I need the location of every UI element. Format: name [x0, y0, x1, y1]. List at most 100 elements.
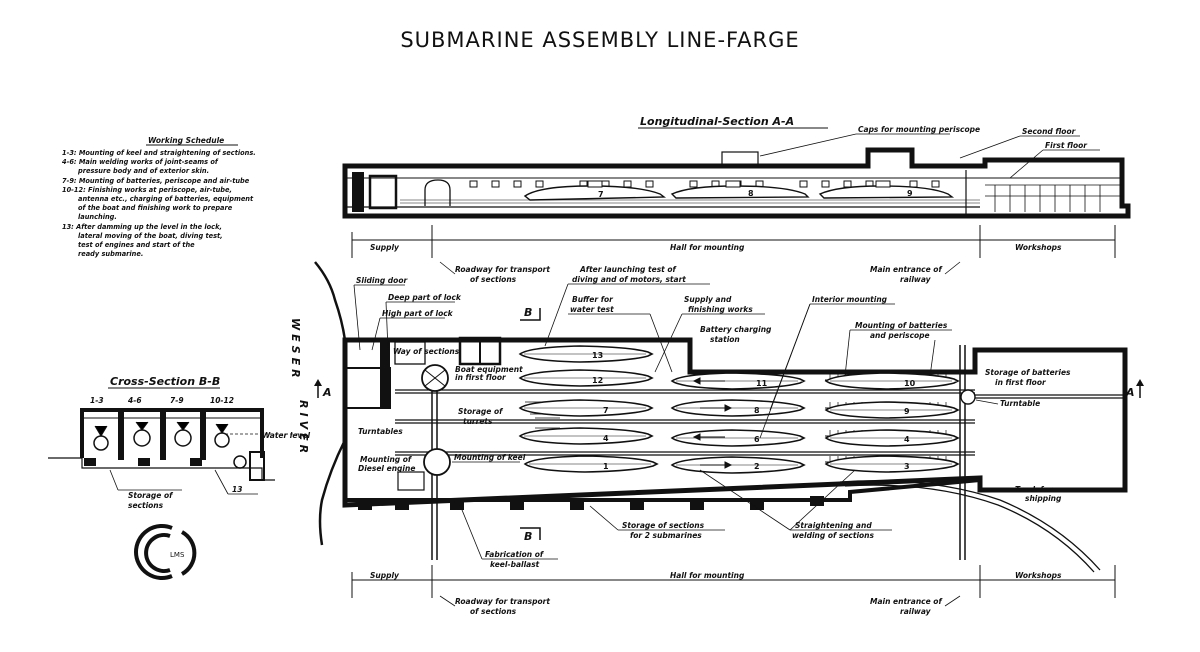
boat-equipment-label: in first floor [455, 373, 507, 382]
river-label: RIVER [297, 400, 310, 457]
caps-label: Caps for mounting periscope [858, 125, 980, 134]
roadway-label: of sections [470, 275, 517, 284]
storage-batteries-label: in first floor [995, 378, 1047, 387]
longitudinal-heading: Longitudinal-Section A-A [640, 115, 794, 128]
fabrication-label: keel-ballast [490, 560, 540, 569]
schedule-line: antenna etc., charging of batteries, equ… [78, 195, 254, 203]
boat-plan: 11 [671, 372, 805, 390]
boat-number: 13 [592, 351, 603, 360]
boat-plan: 13 [519, 345, 653, 363]
longitudinal-section: Longitudinal-Section A-A Caps for mounti… [342, 115, 1131, 284]
boat-plan: 9 [825, 401, 959, 419]
storage-sections-label: for 2 submarines [630, 531, 702, 540]
battery-charging-label: station [710, 335, 740, 344]
boat-plan: 2 [671, 456, 805, 474]
second-floor-label: Second floor [1022, 127, 1077, 136]
boat-side-9: 9 [818, 180, 955, 199]
buffer-label: water test [570, 305, 614, 314]
boat-number: 4 [904, 435, 910, 444]
roadway-label: of sections [470, 607, 517, 616]
fabrication-label: Fabrication of [485, 550, 545, 559]
storage-turrets-label: Storage of [458, 407, 504, 416]
bay-label: 10-12 [210, 396, 234, 405]
turntables-label: Turntables [358, 427, 403, 436]
schedule-line: 13: After damming up the level in the lo… [62, 223, 222, 231]
section-marker-a: A [314, 379, 332, 399]
boat-plan: 1 [524, 455, 658, 473]
mount-diesel-label: Diesel engine [358, 464, 415, 473]
plan-view: WESER RIVER [289, 261, 1144, 616]
high-lock-label: High part of lock [382, 309, 454, 318]
workshops-label: Workshops [1015, 243, 1062, 252]
bay-label: 7-9 [170, 396, 184, 405]
storage-label: sections [128, 501, 164, 510]
marker-a-label: A [1125, 386, 1135, 399]
schedule-line: of the boat and finishing work to prepar… [78, 204, 233, 212]
schedule-line: 4-6: Main welding works of joint-seams o… [62, 158, 219, 166]
main-entrance-label: Main entrance of [870, 597, 943, 606]
section-marker-a: A [1125, 379, 1144, 399]
boat-number: 2 [754, 462, 760, 471]
boat-number: 9 [904, 407, 910, 416]
main-entrance-label: railway [900, 275, 932, 284]
boat-number: 9 [907, 189, 913, 198]
mount-batteries-label: and periscope [870, 331, 930, 340]
hall-label: Hall for mounting [670, 243, 745, 252]
deep-lock-label: Deep part of lock [388, 293, 462, 302]
marker-b-label: B [524, 530, 532, 543]
boat-plan: 3 [825, 455, 959, 473]
schedule-line: launching. [78, 213, 117, 221]
track-shipping-label: Track for [1015, 485, 1054, 494]
boat-plan: 6 [671, 429, 805, 447]
battery-charging-label: Battery charging [700, 325, 772, 334]
boat-number: 7 [603, 406, 609, 415]
mount-batteries-label: Mounting of batteries [855, 321, 948, 330]
main-entrance-label: Main entrance of [870, 265, 943, 274]
schedule-line: lateral moving of the boat, diving test, [78, 232, 223, 240]
turntable-label: Turntable [1000, 399, 1040, 408]
logo-text: LMS [170, 551, 185, 559]
mount-keel-label: Mounting of keel [454, 453, 526, 462]
roadway-label: Roadway for transport [455, 597, 550, 606]
schedule-line: 1-3: Mounting of keel and straightening … [62, 149, 256, 157]
boat-number: 8 [748, 189, 754, 198]
storage-label: Storage of [128, 491, 174, 500]
boat-number: 3 [904, 462, 910, 471]
after-launching-label: After launching test of [579, 265, 678, 274]
main-entrance-label: railway [900, 607, 932, 616]
storage-batteries-label: Storage of batteries [985, 368, 1071, 377]
schedule-line: 10-12: Finishing works at periscope, air… [62, 186, 232, 194]
schedule-line: test of engines and start of the [78, 241, 195, 249]
boat-number: 12 [592, 376, 603, 385]
roadway-label: Roadway for transport [455, 265, 550, 274]
after-launching-label: diving and of motors, start [572, 275, 686, 284]
weser-label: WESER [289, 318, 302, 382]
boat-side-8: 8 [670, 180, 810, 199]
cross-section: Cross-Section B-B 1-3 4-6 7-9 10-12 [48, 375, 310, 510]
supply-label: Supply [370, 243, 400, 252]
boat-plan: 4 [519, 427, 653, 445]
lms-logo: LMS [134, 524, 197, 580]
section-marker-b: B [520, 306, 541, 321]
bay-label: 1-3 [90, 396, 104, 405]
storage-turrets-label: turrets [463, 417, 493, 426]
water-level-label: Water level [262, 431, 310, 440]
way-of-sections-label: Way of sections [393, 347, 460, 356]
boat-plan: 12 [519, 369, 653, 387]
supply-finishing-label: finishing works [688, 305, 753, 314]
boat-plan: 4 [825, 429, 959, 447]
page-title: SUBMARINE ASSEMBLY LINE-FARGE [400, 28, 800, 52]
section-marker-b: B [520, 527, 541, 543]
hall-label: Hall for mounting [670, 571, 745, 580]
track-shipping-label: shipping [1025, 494, 1062, 503]
workshops-label: Workshops [1015, 571, 1062, 580]
working-schedule: Working Schedule 1-3: Mounting of keel a… [62, 136, 256, 258]
marker-b-label: B [524, 306, 532, 319]
straightening-label: welding of sections [792, 531, 875, 540]
storage-sections-label: Storage of sections [622, 521, 705, 530]
boat-plan: 8 [671, 399, 805, 417]
buffer-label: Buffer for [572, 295, 614, 304]
schedule-heading: Working Schedule [148, 136, 224, 145]
boat-plan: 10 [825, 372, 959, 390]
